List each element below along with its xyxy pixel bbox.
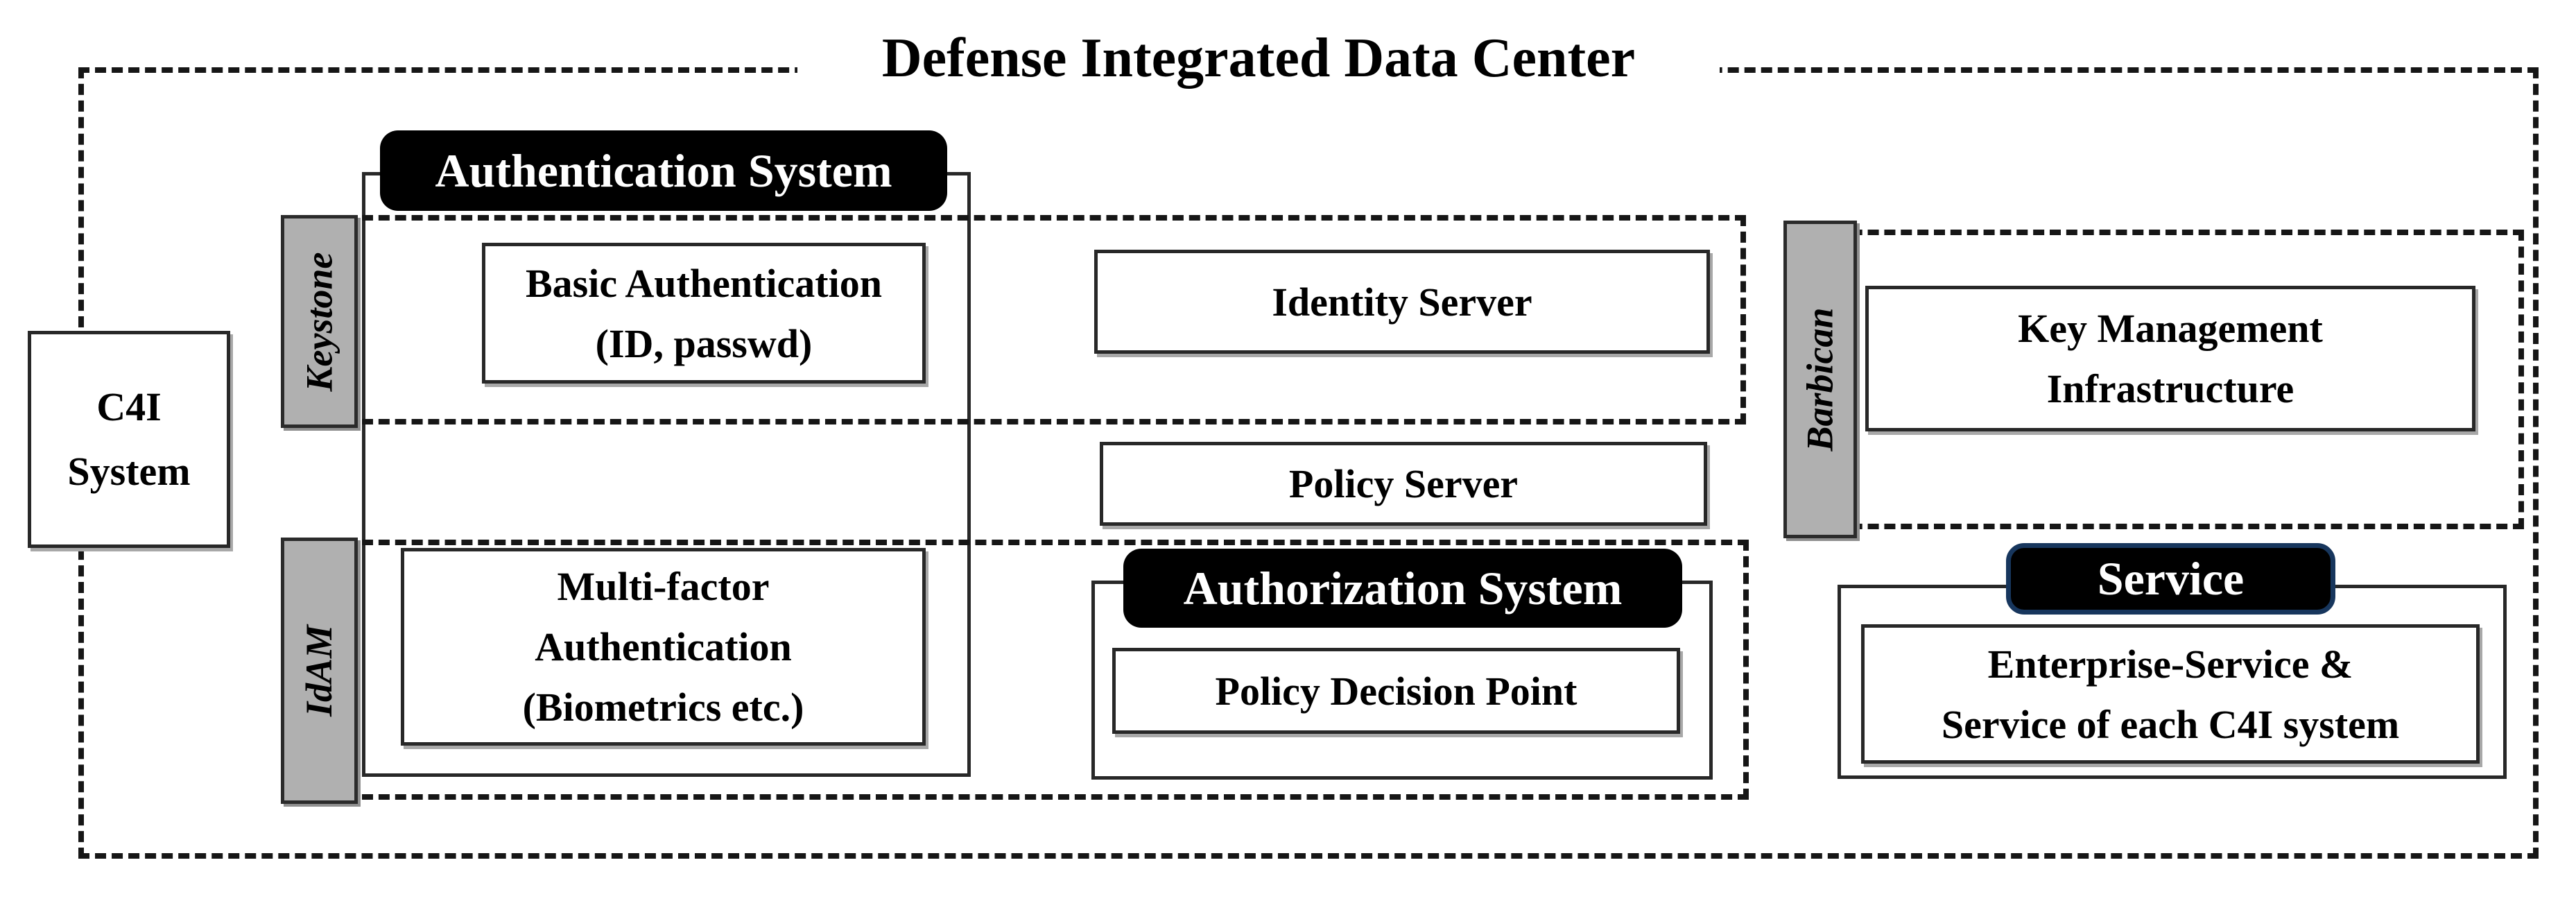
diagram-title: Defense Integrated Data Center bbox=[797, 14, 1720, 103]
basic-authentication-line2: (ID, passwd) bbox=[595, 320, 813, 366]
idam-label-text: IdAM bbox=[298, 624, 340, 717]
c4i-system-box: C4I System bbox=[28, 331, 230, 548]
policy-decision-point-box: Policy Decision Point bbox=[1112, 648, 1680, 734]
keystone-label-text: Keystone bbox=[298, 252, 340, 391]
kmi-line2: Infrastructure bbox=[2046, 366, 2294, 411]
keystone-dashed-region bbox=[362, 215, 1746, 424]
multi-factor-line2: Authentication bbox=[535, 624, 792, 669]
service-header: Service bbox=[2006, 543, 2335, 615]
c4i-system-line1: C4I bbox=[96, 384, 162, 429]
enterprise-service-line1: Enterprise-Service & bbox=[1987, 641, 2353, 687]
authorization-system-header-label: Authorization System bbox=[1183, 561, 1623, 615]
barbican-dashed-region bbox=[1818, 230, 2524, 529]
kmi-line1: Key Management bbox=[2018, 306, 2323, 351]
idam-label: IdAM bbox=[281, 538, 358, 804]
basic-authentication-box: Basic Authentication (ID, passwd) bbox=[482, 243, 926, 384]
key-management-infrastructure-box: Key Management Infrastructure bbox=[1865, 286, 2475, 431]
basic-authentication-line1: Basic Authentication bbox=[526, 260, 882, 306]
policy-decision-point-label: Policy Decision Point bbox=[1215, 668, 1577, 714]
authentication-system-header-label: Authentication System bbox=[435, 144, 892, 197]
c4i-system-line2: System bbox=[67, 448, 191, 494]
authentication-system-header: Authentication System bbox=[380, 130, 947, 211]
authorization-system-header: Authorization System bbox=[1123, 549, 1682, 628]
multi-factor-line3: (Biometrics etc.) bbox=[522, 685, 804, 730]
enterprise-service-box: Enterprise-Service & Service of each C4I… bbox=[1861, 624, 2480, 764]
barbican-label-text: Barbican bbox=[1799, 307, 1842, 452]
multi-factor-line1: Multi-factor bbox=[557, 564, 770, 609]
multi-factor-authentication-box: Multi-factor Authentication (Biometrics … bbox=[401, 548, 926, 746]
identity-server-box: Identity Server bbox=[1094, 250, 1710, 354]
service-header-label: Service bbox=[2097, 552, 2245, 605]
policy-server-box: Policy Server bbox=[1100, 442, 1707, 526]
identity-server-label: Identity Server bbox=[1272, 279, 1532, 325]
enterprise-service-line2: Service of each C4I system bbox=[1941, 701, 2400, 747]
policy-server-label: Policy Server bbox=[1288, 461, 1519, 506]
keystone-label: Keystone bbox=[281, 215, 358, 428]
barbican-label: Barbican bbox=[1783, 221, 1857, 538]
idam-dashed-region bbox=[362, 540, 1749, 800]
